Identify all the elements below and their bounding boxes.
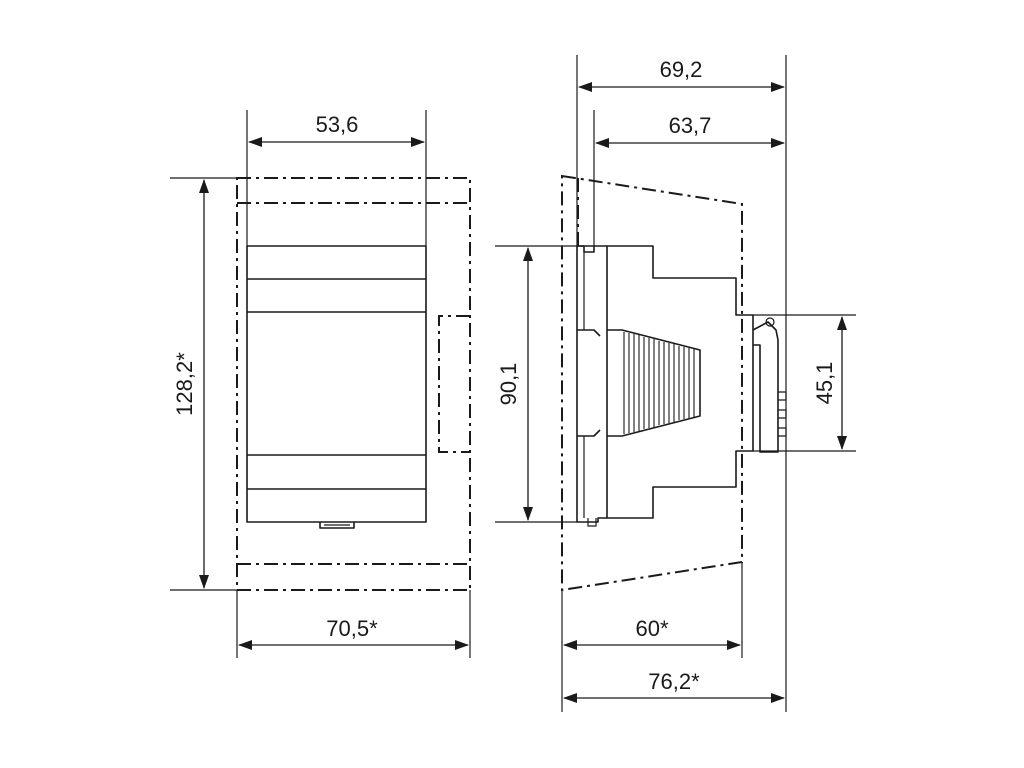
side-bottom-tab — [587, 518, 597, 527]
dim-label-53-6: 53,6 — [316, 112, 359, 137]
front-envelope-outline — [236, 177, 471, 591]
side-rail-clip-pivot — [765, 317, 775, 327]
arrowhead — [595, 138, 609, 148]
dim-label-128-2: 128,2* — [172, 352, 197, 416]
front-dimensions: 53,6 70,5* 128,2* — [170, 110, 471, 658]
side-front-clip-upper — [577, 329, 601, 337]
arrowhead — [771, 138, 785, 148]
arrowhead — [455, 640, 469, 650]
arrowhead — [248, 137, 262, 147]
arrowhead — [199, 179, 209, 193]
arrowhead — [563, 693, 577, 703]
side-view — [561, 174, 787, 592]
arrowhead — [523, 507, 533, 521]
side-front-clip-lower — [577, 429, 601, 437]
arrowhead — [727, 640, 741, 650]
side-cooling-fins-outline — [607, 329, 701, 437]
arrowhead — [771, 82, 785, 92]
side-device-profile — [576, 245, 754, 523]
arrowhead — [837, 316, 847, 330]
front-side-tab — [438, 315, 470, 453]
dim-label-45-1: 45,1 — [812, 362, 837, 405]
arrowhead — [771, 693, 785, 703]
dim-label-69-2: 69,2 — [660, 57, 703, 82]
side-front-clip — [577, 245, 595, 253]
side-dimensions: 69,2 63,7 90,1 45,1 60* 76,2* — [495, 55, 856, 712]
side-cooling-fins-hatch — [623, 332, 695, 434]
front-latch — [319, 522, 355, 529]
dim-label-60: 60* — [635, 616, 668, 641]
arrowhead — [563, 640, 577, 650]
side-envelope-outline — [561, 174, 743, 592]
side-rail-clip-teeth — [778, 391, 787, 437]
arrowhead — [411, 137, 425, 147]
arrowhead — [837, 436, 847, 450]
front-device-body — [246, 245, 427, 523]
arrowhead — [578, 82, 592, 92]
arrowhead — [523, 247, 533, 261]
arrowhead — [199, 575, 209, 589]
front-view — [236, 177, 471, 591]
dim-label-63-7: 63,7 — [669, 113, 712, 138]
dim-label-90-1: 90,1 — [496, 363, 521, 406]
dim-label-76-2: 76,2* — [648, 669, 700, 694]
dim-label-70-5: 70,5* — [326, 616, 378, 641]
arrowhead — [238, 640, 252, 650]
side-rail-clip — [752, 321, 779, 453]
